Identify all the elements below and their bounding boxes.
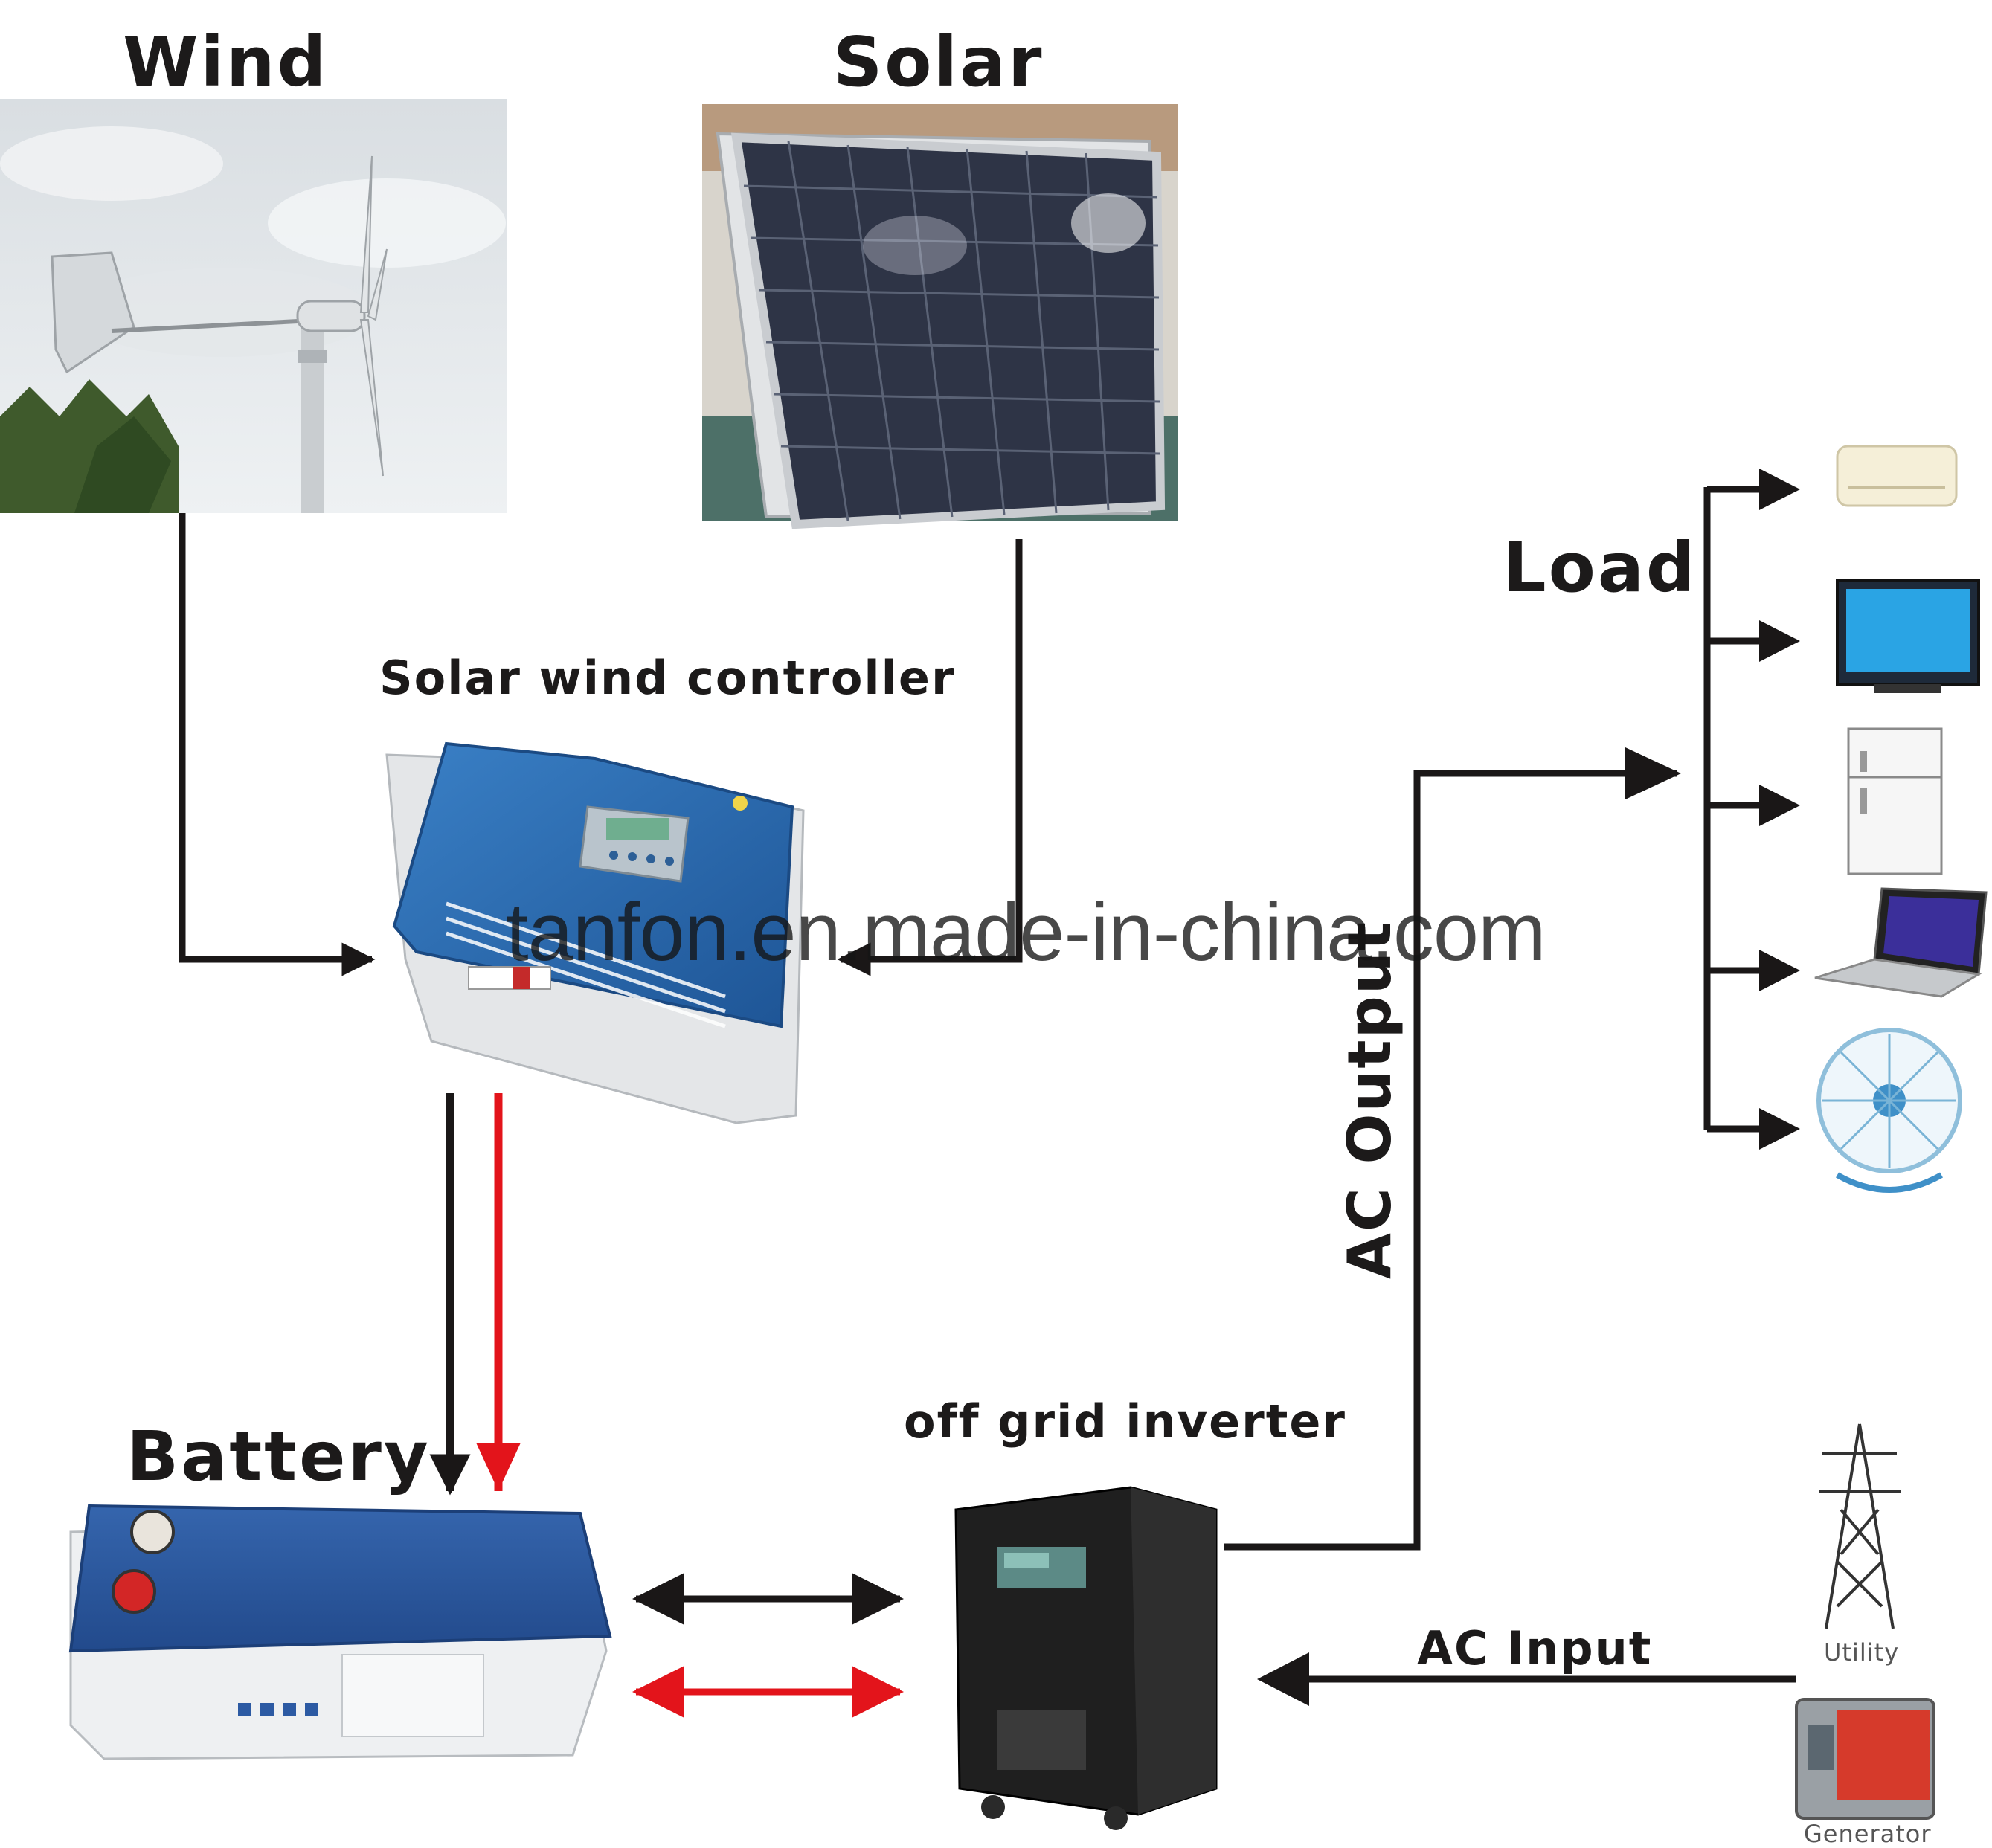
- battery-inverter-black-right-arrowhead: [852, 1573, 904, 1625]
- load-branch-arrowheads: [1759, 469, 1800, 1150]
- controller-label: Solar wind controller: [379, 651, 956, 705]
- air-conditioner-icon: [1837, 446, 1956, 506]
- battery-inverter-red-left-arrowhead: [632, 1666, 684, 1718]
- refrigerator-icon: [1848, 729, 1941, 874]
- off-grid-inverter-image: [956, 1487, 1216, 1830]
- fan-icon: [1819, 1030, 1960, 1190]
- battery-inverter-black-left-arrowhead: [632, 1573, 684, 1625]
- controller-to-battery-red-arrowhead: [476, 1443, 521, 1491]
- ac-input-label: AC Input: [1417, 1621, 1652, 1675]
- load-label: Load: [1503, 528, 1697, 608]
- ac-output-arrowhead: [1625, 747, 1681, 799]
- wind-label: Wind: [123, 22, 328, 102]
- wind-to-controller-line: [182, 513, 372, 959]
- solar-label: Solar: [833, 22, 1044, 102]
- utility-tower-icon: [1819, 1424, 1901, 1629]
- tv-icon: [1837, 580, 1979, 693]
- solar-panel-photo: [702, 104, 1178, 524]
- battery-image: [71, 1506, 610, 1759]
- generator-label: Generator: [1804, 1820, 1932, 1848]
- wind-turbine-photo: [0, 99, 507, 513]
- laptop-icon: [1815, 889, 1986, 997]
- battery-inverter-red-right-arrowhead: [852, 1666, 904, 1718]
- generator-icon: [1796, 1699, 1934, 1818]
- ac-input-arrowhead: [1257, 1652, 1309, 1706]
- inverter-label: off grid inverter: [904, 1394, 1346, 1449]
- utility-label: Utility: [1824, 1638, 1899, 1667]
- battery-label: Battery: [126, 1417, 431, 1496]
- watermark: tanfon.en.made-in-china.com: [506, 885, 1546, 979]
